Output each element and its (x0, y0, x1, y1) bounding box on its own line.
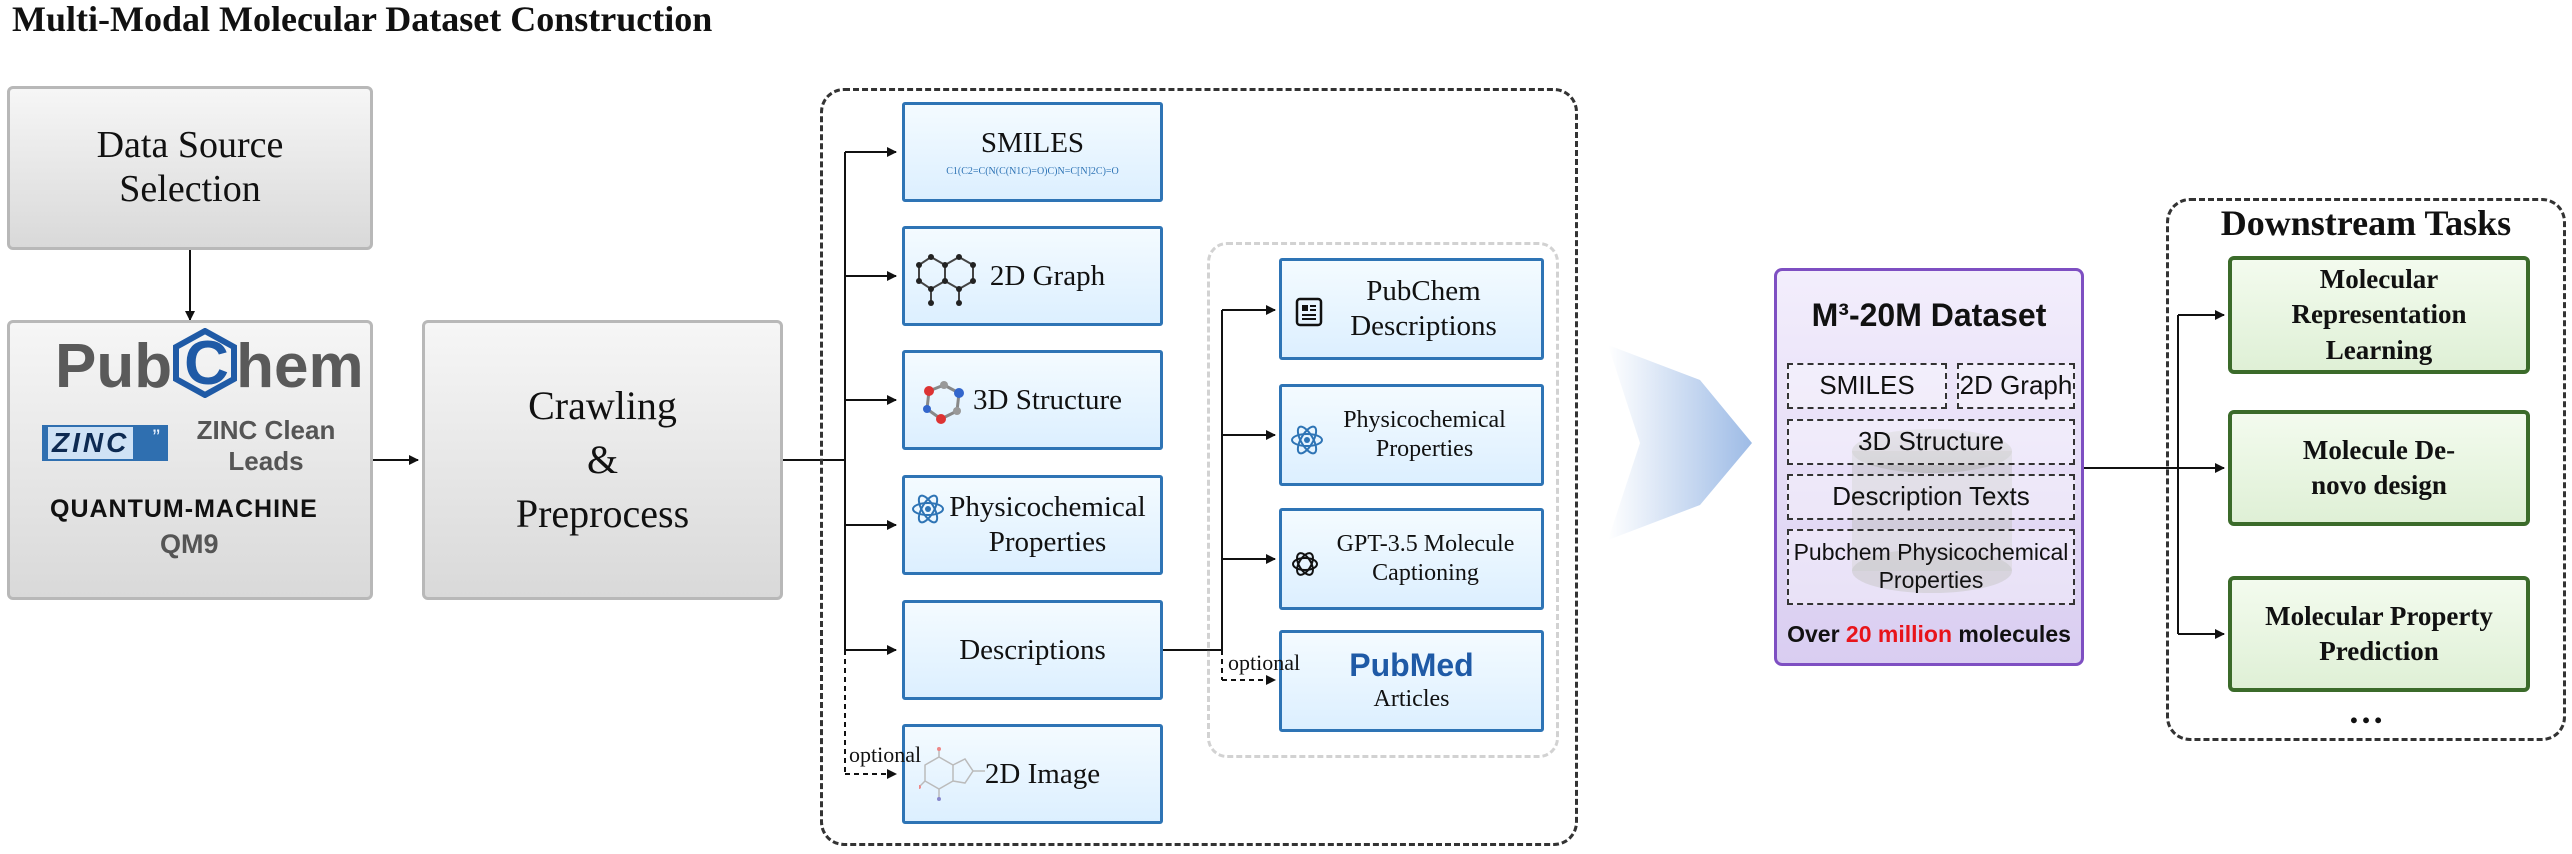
dataset-cell-physchem: Pubchem Physicochemical Properties (1787, 529, 2075, 605)
zinc-logo: ZINC ” (42, 425, 168, 461)
task-property-prediction: Molecular Property Prediction (2228, 576, 2530, 692)
task-de-novo-design: Molecule De-novo design (2228, 410, 2530, 526)
graph2d-box: 2D Graph (902, 226, 1163, 326)
structure3d-label: 3D Structure (973, 383, 1122, 416)
optional-pubmed-label: optional (1228, 650, 1301, 675)
page-title: Multi-Modal Molecular Dataset Constructi… (12, 0, 713, 39)
database-icon (1852, 429, 2012, 593)
downstream-ellipsis: … (2348, 691, 2384, 731)
structure3d-box: 3D Structure (902, 350, 1163, 450)
gpt-captioning-box: GPT-3.5 Molecule Captioning (1279, 508, 1544, 610)
qm9-label: QM9 (160, 529, 219, 559)
physchem-box: Physicochemical Properties (902, 475, 1163, 575)
dataset-footer-highlight: 20 million (1845, 621, 1953, 647)
molecule-3d-icon (923, 381, 964, 424)
downstream-group (2166, 198, 2566, 741)
dataset-footer: Over 20 million molecules (1777, 621, 2081, 648)
dataset-footer-prefix: Over (1787, 621, 1846, 647)
desc-physchem-label: Physicochemical Properties (1343, 407, 1506, 462)
description-sources-group (1207, 242, 1559, 758)
pubchem-descriptions-box: PubChem Descriptions (1279, 258, 1544, 360)
document-icon (1295, 297, 1323, 327)
desc-physchem-box: Physicochemical Properties (1279, 384, 1544, 486)
dataset-footer-suffix: molecules (1952, 621, 2071, 647)
task-representation-learning: Molecular Representation Learning (2228, 256, 2530, 374)
image2d-label: 2D Image (984, 757, 1101, 790)
dataset-box: M³-20M Dataset SMILES 2D Graph 3D Struct… (1774, 268, 2084, 666)
dataset-cell-description-texts: Description Texts (1787, 474, 2075, 520)
molecule-image-icon (919, 747, 985, 801)
quantum-machine-logo: QUANTUM-MACHINE (50, 495, 318, 523)
physchem-label: Physicochemical Properties (949, 491, 1146, 558)
pubchem-logo: Pub C hem (55, 327, 364, 401)
atom-icon (912, 494, 944, 524)
task-property-prediction-label: Molecular Property Prediction (2265, 600, 2493, 666)
atom-icon (1291, 425, 1323, 455)
articles-label: Articles (1373, 685, 1450, 712)
dataset-title: M³-20M Dataset (1811, 297, 2047, 333)
smiles-label: SMILES (980, 126, 1085, 159)
graph2d-label: 2D Graph (989, 259, 1106, 292)
molecule-graph-icon (916, 254, 976, 306)
data-source-selection-box: Data Source Selection (7, 86, 373, 250)
dataset-cell-smiles: SMILES (1787, 363, 1947, 409)
crawling-preprocess-label: Crawling & Preprocess (515, 383, 690, 536)
flow-arrow (1608, 345, 1752, 540)
image2d-box: 2D Image (902, 724, 1163, 824)
descriptions-label: Descriptions (959, 633, 1106, 666)
crawling-preprocess-box: Crawling & Preprocess (422, 320, 783, 600)
openai-icon (1292, 552, 1318, 576)
gpt-captioning-label: GPT-3.5 Molecule Captioning (1336, 531, 1515, 586)
smiles-box: SMILES C1(C2=C(N(C(N1C)=O)C)N=C[N]2C)=O (902, 102, 1163, 202)
dataset-cell-3d-structure: 3D Structure (1787, 419, 2075, 465)
optional-image-label: optional (849, 742, 922, 767)
pubmed-logo: PubMed (1349, 646, 1474, 683)
task-de-novo-design-label: Molecule De-novo design (2302, 434, 2456, 500)
pubchem-descriptions-label: PubChem Descriptions (1350, 275, 1497, 342)
data-source-selection-label: Data Source Selection (96, 124, 284, 210)
dataset-cell-2d-graph: 2D Graph (1957, 363, 2075, 409)
pubmed-articles-box: PubMed Articles (1279, 630, 1544, 732)
modalities-group (820, 88, 1578, 846)
smiles-string: C1(C2=C(N(C(N1C)=O)C)N=C[N]2C)=O (946, 166, 1119, 178)
downstream-title: Downstream Tasks (2220, 203, 2512, 243)
zinc-clean-leads-label: ZINC Clean Leads (196, 415, 336, 477)
descriptions-box: Descriptions (902, 600, 1163, 700)
task-representation-learning-label: Molecular Representation Learning (2291, 264, 2467, 365)
data-sources-box: Pub C hem ZINC ” ZINC Clean Leads QUANTU… (7, 320, 373, 600)
